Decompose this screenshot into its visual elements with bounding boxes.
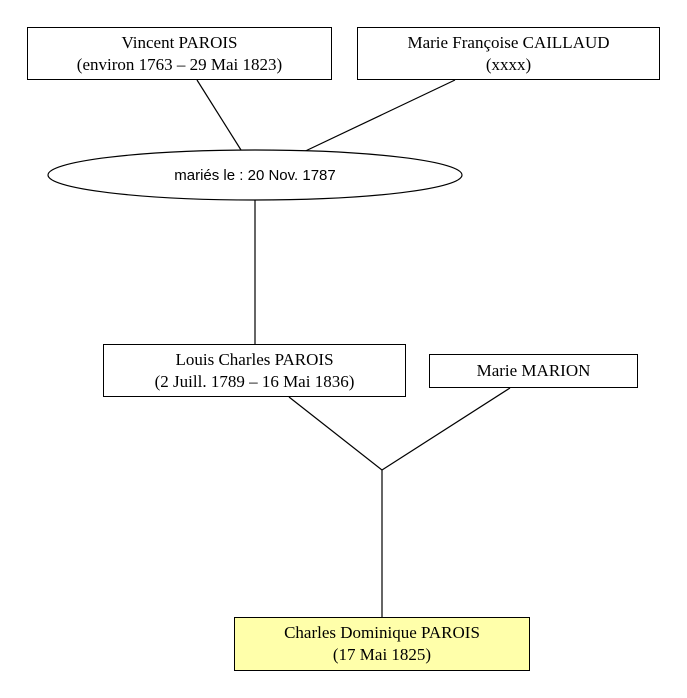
link-louis-junction [288,396,383,471]
person-box-marie-marion: Marie MARION [429,354,638,388]
marriage-date-label: mariés le : 20 Nov. 1787 [174,166,336,184]
person-box-charles-dominique-parois: Charles Dominique PAROIS (17 Mai 1825) [234,617,530,671]
person-box-vincent-parois: Vincent PAROIS (environ 1763 – 29 Mai 18… [27,27,332,80]
person-dates: (2 Juill. 1789 – 16 Mai 1836) [154,371,355,391]
link-mariemarion-junction [381,387,511,471]
link-mariefrancoise-marriage [296,79,456,156]
person-box-marie-francoise-caillaud: Marie Françoise CAILLAUD (xxxx) [357,27,660,80]
person-name: Charles Dominique PAROIS [284,623,480,642]
person-dates: (xxxx) [485,54,532,74]
link-vincent-marriage [196,79,242,151]
person-name: Vincent PAROIS [121,32,238,52]
person-name: Marie MARION [476,361,591,380]
person-name: Marie Françoise CAILLAUD [407,32,610,52]
person-name: Louis Charles PAROIS [175,349,334,369]
person-dates: (environ 1763 – 29 Mai 1823) [76,54,283,74]
person-dates: (17 Mai 1825) [332,645,432,664]
person-box-louis-charles-parois: Louis Charles PAROIS (2 Juill. 1789 – 16… [103,344,406,397]
